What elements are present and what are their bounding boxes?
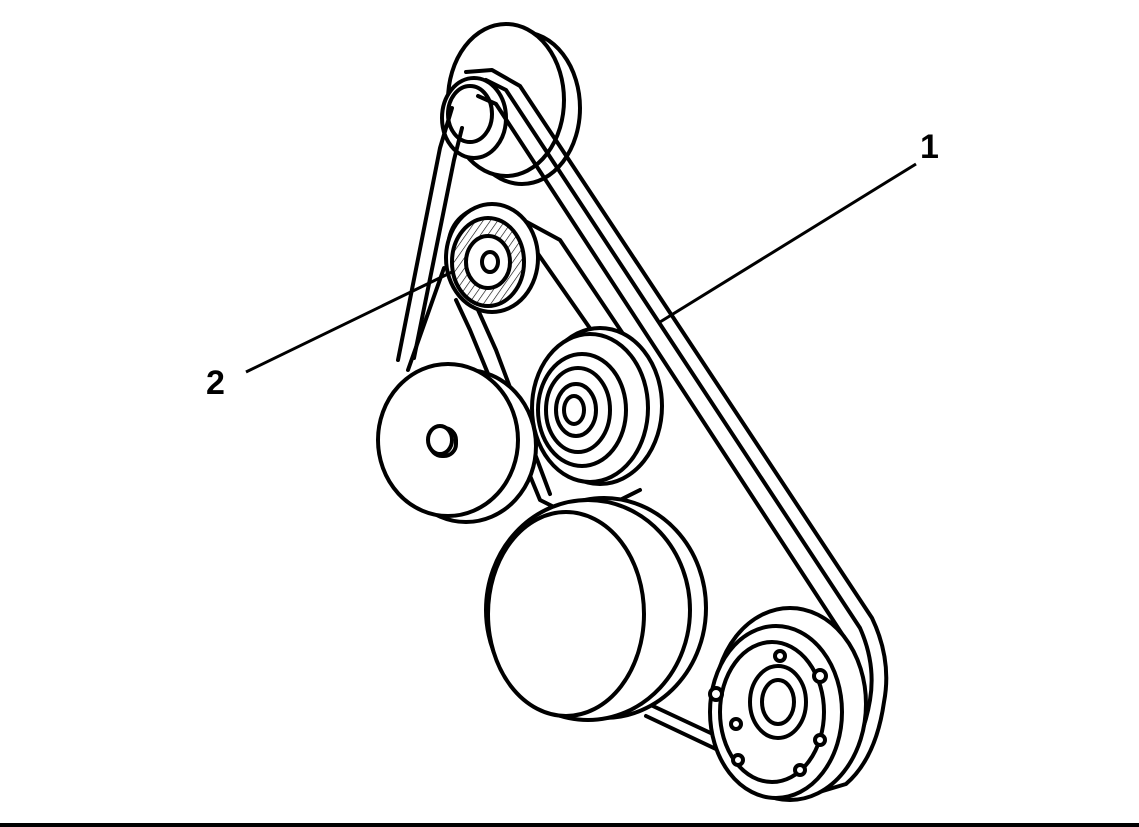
- top-pulley: [440, 22, 582, 186]
- crankshaft-pulley: [708, 606, 868, 802]
- large-lower-pulley: [484, 496, 708, 722]
- bottom-border: [0, 823, 1139, 827]
- callout-leader-2: [245, 270, 453, 374]
- left-pulley: [376, 362, 538, 524]
- callout-label-belt: 1: [920, 128, 939, 166]
- callout-label-tensioner: 2: [206, 364, 225, 402]
- center-pulley: [530, 326, 664, 486]
- tensioner-pulley: [444, 202, 540, 314]
- callout-leader-1: [659, 162, 917, 324]
